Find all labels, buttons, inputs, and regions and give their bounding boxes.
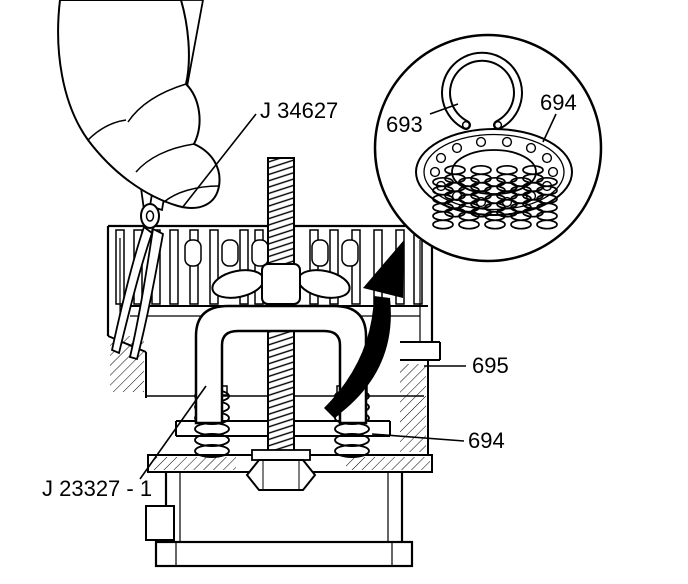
case-right-wall (400, 226, 441, 455)
snap-ring-pliers (110, 203, 165, 361)
callout-retainer-inset: 694 (540, 90, 577, 115)
leader-spring-assembly (371, 433, 465, 442)
pliers-jaw-right (128, 227, 165, 361)
hand (57, 0, 221, 209)
leader-pliers-tool (181, 113, 257, 209)
pliers-jaw-left (110, 225, 154, 355)
callout-spring-assembly: 694 (468, 428, 505, 453)
case-rib-bosses (184, 239, 359, 267)
leader-snap-ring (429, 103, 459, 115)
magnify-arrow (324, 240, 404, 418)
snap-ring (441, 51, 523, 130)
leader-retainer-inset (542, 113, 557, 143)
callout-pliers-tool: J 34627 (260, 98, 338, 123)
leader-lines (139, 103, 557, 480)
inset-detail (373, 33, 603, 263)
wing-nut (211, 263, 351, 305)
stud-washer (251, 449, 311, 461)
callout-case-bore: 695 (472, 353, 509, 378)
compressor-yoke (194, 304, 368, 425)
leader-compressor-tool (139, 385, 207, 480)
finger-lines (87, 83, 220, 203)
callout-snap-ring: 693 (386, 112, 423, 137)
pliers-pivot (140, 203, 160, 229)
callout-compressor-tool: J 23327 - 1 (42, 476, 152, 501)
case-lower-drum (145, 472, 414, 568)
hex-nut (245, 459, 317, 491)
